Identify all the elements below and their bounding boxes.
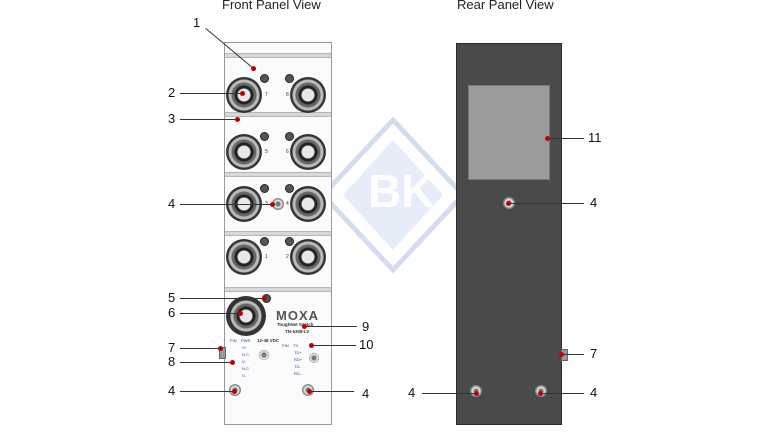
callout-11: 11: [588, 130, 602, 145]
tx-pin: TD-: [294, 364, 301, 369]
tx-header: TX: [293, 343, 299, 348]
ethernet-port-8: [290, 77, 326, 113]
callout-4: 4: [362, 386, 370, 401]
port-number: 1: [265, 254, 268, 260]
callout-1: 1: [193, 15, 201, 30]
callout-leader: [180, 202, 275, 207]
callout-5: 5: [168, 290, 176, 305]
callout-leader: [302, 324, 357, 329]
port-led: [285, 132, 294, 141]
callout-9: 9: [362, 319, 370, 334]
port-number: 2: [286, 254, 289, 260]
callout-4: 4: [168, 196, 176, 211]
pin-diagram: [309, 353, 319, 363]
ethernet-port-1: [226, 239, 262, 275]
callout-8: 8: [168, 354, 176, 369]
pwr-pin: V-: [242, 359, 246, 364]
callout-leader: [180, 91, 245, 96]
port-led: [260, 74, 269, 83]
callout-leader: [545, 136, 584, 141]
ethernet-port-5: [226, 134, 262, 170]
callout-7: 7: [590, 346, 598, 361]
callout-4: 4: [408, 385, 416, 400]
callout-7: 7: [168, 340, 176, 355]
callout-leader: [180, 389, 237, 394]
callout-leader: [538, 391, 584, 396]
ethernet-port-6: [290, 134, 326, 170]
callout-4: 4: [590, 195, 598, 210]
port-led: [285, 184, 294, 193]
front-panel-title: Front Panel View: [222, 0, 321, 12]
panel-divider: [225, 172, 331, 177]
panel-divider: [225, 112, 331, 117]
voltage-label: 12-48 VDC: [257, 338, 280, 343]
callout-leader: [180, 346, 223, 351]
callout-leader: [307, 389, 354, 394]
brand-logo: MOXA: [276, 308, 319, 323]
port-led: [260, 184, 269, 193]
callout-leader: [559, 352, 584, 357]
ethernet-port-2: [290, 239, 326, 275]
panel-divider: [225, 231, 331, 236]
pin-header: PIN: [282, 343, 289, 348]
rear-panel-title: Rear Panel View: [457, 0, 554, 12]
callout-leader: [180, 360, 235, 365]
callout-leader: [180, 311, 243, 316]
tx-pin: TD+: [294, 350, 302, 355]
port-led: [260, 132, 269, 141]
svg-text:BK: BK: [368, 165, 434, 217]
port-number: 8: [286, 92, 289, 98]
callout-leader: [180, 117, 240, 122]
port-led: [285, 237, 294, 246]
panel-divider: [225, 287, 331, 292]
product-line: ToughNet Switch: [277, 322, 314, 327]
callout-leader: [180, 296, 267, 301]
pwr-pin: N.C.: [242, 352, 250, 357]
port-led: [260, 237, 269, 246]
callout-10: 10: [359, 337, 374, 352]
tx-pin: RD+: [294, 357, 303, 362]
pin-header: PIN: [230, 338, 237, 343]
pwr-pin: V-: [242, 373, 246, 378]
port-led: [285, 74, 294, 83]
callout-leader: [506, 201, 584, 206]
mounting-screw: [272, 198, 284, 210]
port-number: 7: [265, 92, 268, 98]
tx-pin: RD-: [294, 371, 302, 376]
callout-3: 3: [168, 111, 176, 126]
port-number: 4: [286, 201, 289, 207]
power-connector: [226, 296, 266, 336]
label-plate: [468, 85, 550, 180]
pwr-header: PWR: [241, 338, 251, 343]
ethernet-port-4: [290, 186, 326, 222]
callout-leader: [422, 391, 479, 396]
port-number: 5: [265, 149, 268, 155]
panel-divider: [225, 53, 331, 58]
port-number: 6: [286, 149, 289, 155]
pwr-pin: V+: [242, 345, 248, 350]
callout-4: 4: [590, 385, 598, 400]
callout-leader: [309, 343, 356, 348]
watermark-logo: BK: [319, 116, 467, 274]
callout-6: 6: [168, 305, 176, 320]
model-number: TN-5308-LV: [285, 329, 310, 334]
callout-4: 4: [168, 383, 176, 398]
pwr-pin: N.C.: [242, 366, 250, 371]
callout-2: 2: [168, 85, 176, 100]
pin-diagram: [259, 350, 269, 360]
